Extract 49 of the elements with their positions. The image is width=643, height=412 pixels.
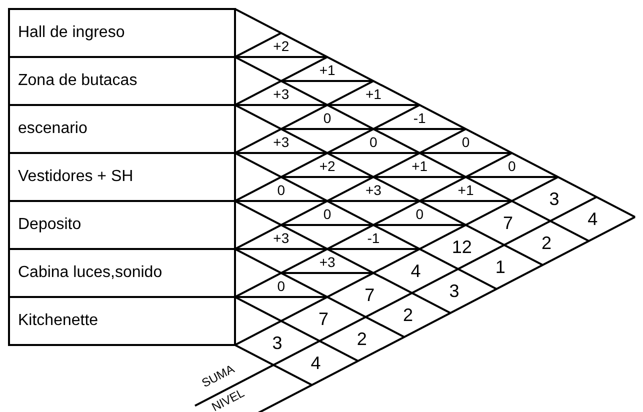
room-name: Vestidores + SH (18, 168, 134, 186)
relation-value: +3 (319, 255, 336, 269)
relation-value: +3 (365, 183, 382, 197)
relation-value: 0 (508, 159, 516, 173)
relation-value: +1 (458, 183, 474, 197)
sum-value: 7 (503, 214, 514, 232)
room-name: escenario (18, 120, 88, 138)
level-value: 4 (588, 210, 598, 228)
sum-value: 12 (452, 238, 472, 256)
room-name: Cabina luces,sonido (18, 264, 162, 282)
relation-value: +3 (273, 231, 290, 245)
room-row-box (8, 106, 236, 154)
relation-value: +2 (319, 159, 336, 173)
room-name: Deposito (18, 216, 82, 234)
level-value: 1 (495, 258, 506, 276)
relation-value: +1 (319, 63, 336, 77)
relation-value: +3 (273, 87, 290, 101)
level-value: 4 (310, 354, 321, 372)
sum-value: 7 (364, 286, 375, 304)
relation-value: -1 (367, 231, 380, 245)
relation-value: 0 (462, 135, 470, 149)
sum-value: 3 (549, 190, 560, 208)
room-row-box (8, 250, 236, 298)
sum-value: 4 (410, 262, 421, 280)
relation-value: 0 (277, 183, 286, 197)
relation-value: -1 (413, 111, 426, 125)
room-row-box (8, 8, 236, 58)
room-row-box (8, 202, 236, 250)
level-value: 2 (542, 234, 552, 252)
relation-value: 0 (277, 279, 286, 293)
relation-value: +2 (273, 39, 290, 53)
level-value: 2 (356, 330, 367, 348)
relation-value: +1 (412, 159, 428, 173)
relation-value: +3 (273, 135, 290, 149)
room-name: Zona de butacas (18, 72, 138, 90)
room-row-box (8, 154, 236, 202)
room-row-box (8, 58, 236, 106)
relation-value: 0 (323, 207, 332, 221)
relation-value: 0 (370, 135, 378, 149)
room-name: Hall de ingreso (18, 24, 125, 42)
relation-value: +1 (365, 87, 382, 101)
sum-value: 3 (272, 334, 282, 352)
level-value: 3 (449, 282, 460, 300)
room-row-box (8, 298, 236, 346)
relation-value: 0 (323, 111, 332, 125)
level-value: 2 (403, 306, 414, 324)
room-name: Kitchenette (18, 312, 98, 330)
relation-value: 0 (416, 207, 424, 221)
sum-value: 7 (318, 310, 328, 328)
